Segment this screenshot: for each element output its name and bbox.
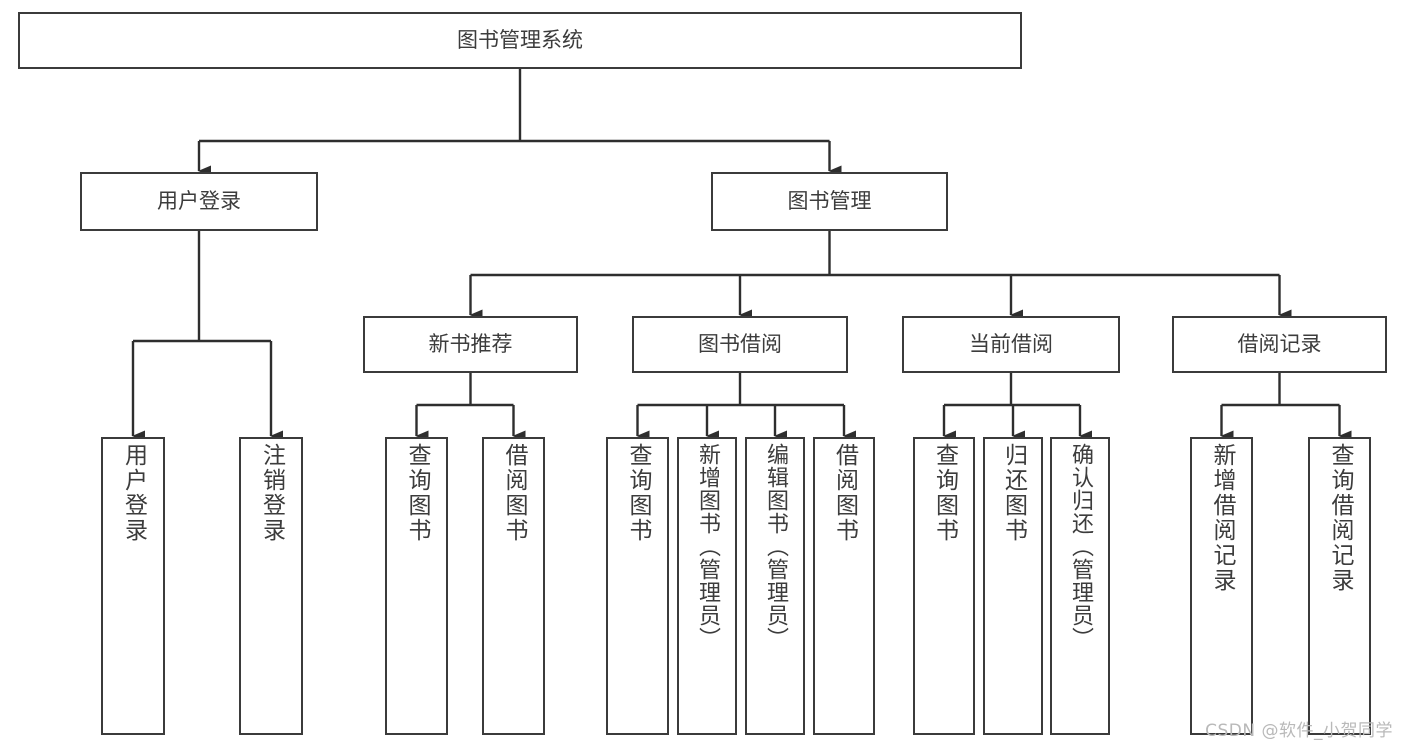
node-leaf-edit-book[interactable]: 编辑图书（管理员） — [745, 437, 805, 735]
node-leaf-logout-label: 注销登录 — [258, 443, 285, 543]
node-user-login[interactable]: 用户登录 — [80, 172, 318, 231]
node-leaf-query-book-2-label: 查询图书 — [625, 443, 651, 543]
node-book-manage-label: 图书管理 — [787, 189, 872, 214]
node-current-borrow[interactable]: 当前借阅 — [902, 316, 1120, 373]
node-leaf-confirm-return-label: 确认归还（管理员） — [1068, 443, 1093, 650]
node-leaf-query-book-3[interactable]: 查询图书 — [913, 437, 975, 735]
node-leaf-add-record-label: 新增借阅记录 — [1209, 443, 1235, 593]
node-leaf-query-record-label: 查询借阅记录 — [1327, 443, 1353, 593]
node-book-manage[interactable]: 图书管理 — [711, 172, 948, 231]
node-leaf-return-book[interactable]: 归还图书 — [983, 437, 1043, 735]
node-leaf-edit-book-label: 编辑图书（管理员） — [763, 443, 788, 650]
node-borrow-record[interactable]: 借阅记录 — [1172, 316, 1387, 373]
node-root-label: 图书管理系统 — [457, 28, 583, 53]
node-leaf-user-login-label: 用户登录 — [120, 443, 147, 543]
node-leaf-query-book-1[interactable]: 查询图书 — [385, 437, 448, 735]
node-new-book-recommend-label: 新书推荐 — [428, 332, 513, 357]
node-book-borrow-label: 图书借阅 — [698, 332, 782, 357]
node-book-borrow[interactable]: 图书借阅 — [632, 316, 848, 373]
node-leaf-add-book-label: 新增图书（管理员） — [695, 443, 720, 650]
node-leaf-return-book-label: 归还图书 — [1000, 443, 1027, 543]
node-leaf-query-record[interactable]: 查询借阅记录 — [1308, 437, 1371, 735]
node-new-book-recommend[interactable]: 新书推荐 — [363, 316, 578, 373]
node-leaf-borrow-book-1-label: 借阅图书 — [501, 443, 527, 543]
node-leaf-add-record[interactable]: 新增借阅记录 — [1190, 437, 1253, 735]
node-leaf-borrow-book-2-label: 借阅图书 — [831, 443, 858, 543]
watermark-text: CSDN @软件_小贺同学 — [1205, 721, 1393, 741]
node-leaf-borrow-book-1[interactable]: 借阅图书 — [482, 437, 545, 735]
node-leaf-logout[interactable]: 注销登录 — [239, 437, 303, 735]
node-leaf-query-book-2[interactable]: 查询图书 — [606, 437, 669, 735]
node-leaf-query-book-3-label: 查询图书 — [931, 443, 958, 543]
node-leaf-confirm-return[interactable]: 确认归还（管理员） — [1050, 437, 1110, 735]
node-leaf-borrow-book-2[interactable]: 借阅图书 — [813, 437, 875, 735]
node-user-login-label: 用户登录 — [157, 189, 241, 214]
node-leaf-add-book[interactable]: 新增图书（管理员） — [677, 437, 737, 735]
node-borrow-record-label: 借阅记录 — [1237, 332, 1322, 357]
node-current-borrow-label: 当前借阅 — [969, 332, 1053, 357]
node-leaf-query-book-1-label: 查询图书 — [404, 443, 430, 543]
node-root[interactable]: 图书管理系统 — [18, 12, 1022, 69]
edges — [131, 69, 1352, 442]
node-leaf-user-login[interactable]: 用户登录 — [101, 437, 165, 735]
